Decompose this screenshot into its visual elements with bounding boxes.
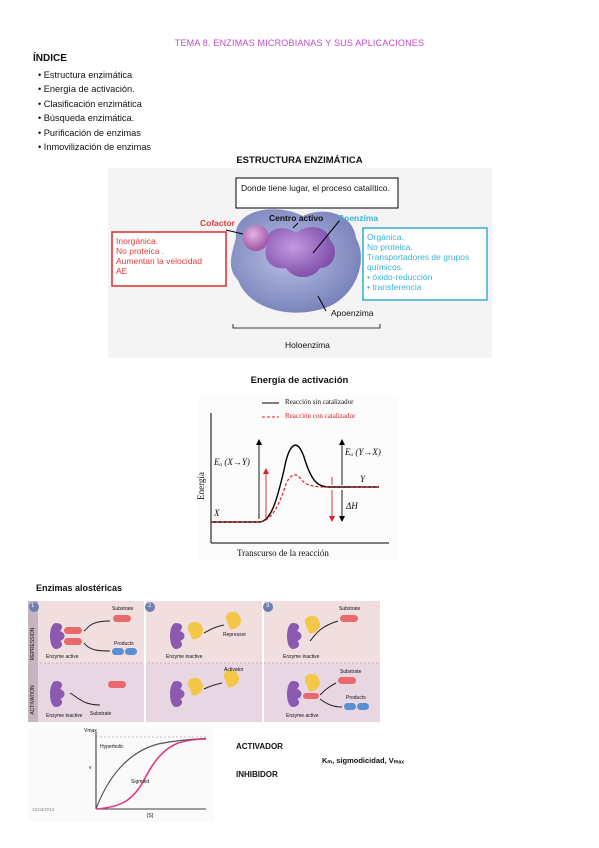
date-stamp: 15/04/2016 bbox=[32, 807, 55, 812]
delta-h-label: ΔH bbox=[346, 501, 358, 511]
sigmoid-label: Sigmoid bbox=[131, 779, 150, 785]
coenzyme-bullet-text: transferencia bbox=[372, 282, 422, 292]
allosteric-heading: Enzimas alostéricas bbox=[36, 583, 123, 593]
active-center-label: Centro activo bbox=[269, 213, 324, 223]
enzyme-inactive-text: Enzyme inactive bbox=[166, 654, 203, 660]
products-text: Products bbox=[114, 641, 134, 647]
kinetics-figure: Vmax v [S] Hyperbolic Sigmoid 15/04/2016 bbox=[28, 727, 213, 822]
index-item: Purificación de enzimas bbox=[38, 126, 151, 140]
enzyme-active-text: Enzyme active bbox=[46, 654, 79, 660]
index-list: Estructura enzimática Energía de activac… bbox=[38, 68, 151, 154]
activator-heading: ACTIVADOR bbox=[236, 742, 283, 751]
x-axis-label: Transcurso de la reacción bbox=[237, 548, 329, 558]
x-state-label: X bbox=[214, 508, 220, 518]
substrate-text: Substrate bbox=[340, 669, 362, 675]
inhibitor-heading: INHIBIDOR bbox=[236, 770, 278, 779]
document-title: TEMA 8. ENZIMAS MICROBIANAS Y SUS APLICA… bbox=[174, 38, 425, 48]
catalyzed-curve bbox=[211, 474, 379, 523]
enzyme-inactive-text: Enzyme inactive bbox=[283, 654, 320, 660]
cofactor-line: Aumentan la velocidad bbox=[116, 256, 203, 266]
coenzyme-bullet-text: óxido-reducción bbox=[372, 272, 433, 282]
enzyme-active-text: Enzyme active bbox=[286, 713, 319, 719]
cofactor-description: Inorgánica. No proteica . Aumentan la ve… bbox=[116, 236, 202, 276]
structure-heading: ESTRUCTURA ENZIMÁTICA bbox=[236, 155, 363, 166]
kinetics-graph bbox=[95, 732, 207, 810]
vmax-label: Vmax bbox=[84, 728, 97, 734]
substrate-text: Substrate bbox=[112, 606, 134, 612]
sigmoid-curve bbox=[95, 738, 207, 810]
callout-text: Donde tiene lugar, el proceso catalítico… bbox=[241, 183, 390, 193]
coenzyme-box bbox=[362, 227, 488, 301]
energy-diagram bbox=[210, 402, 389, 544]
s-label: [S] bbox=[147, 813, 154, 819]
allosteric-diagram bbox=[28, 601, 380, 722]
cofactor-line: AE bbox=[116, 266, 128, 276]
enzyme-inactive-text: Enzyme inactive bbox=[46, 713, 83, 719]
energy-figure: Reacción sin catalizador Reacción con ca… bbox=[195, 395, 399, 560]
energy-heading: Energía de activación bbox=[250, 375, 349, 386]
row-label-repression: REPRESSION bbox=[30, 627, 36, 661]
y-state-label: Y bbox=[360, 474, 366, 484]
products-text: Products bbox=[346, 695, 366, 701]
repressor-text: Repressor bbox=[223, 632, 247, 638]
activator-text: Activator bbox=[224, 667, 244, 673]
index-item: Energía de activación. bbox=[38, 82, 151, 96]
hyperbolic-label: Hyperbolic bbox=[100, 744, 124, 750]
legend-catalyzed: Reacción con catalizador bbox=[285, 412, 356, 420]
coenzyme-description: Orgánica. No proteica. Transportadores d… bbox=[367, 232, 469, 292]
index-item: Estructura enzimática bbox=[38, 68, 151, 82]
coenzyme-bullet: • transferencia bbox=[367, 282, 422, 292]
uncatalyzed-curve bbox=[211, 444, 379, 523]
enzyme-illustration bbox=[111, 177, 488, 329]
ea-forward-label: Eₐ (X→Y) bbox=[214, 457, 250, 467]
coenzyme-label: Coenzima bbox=[338, 213, 379, 223]
callout-box bbox=[235, 177, 399, 209]
cofactor-line: No proteica . bbox=[116, 246, 165, 256]
index-item: Clasificación enzimática bbox=[38, 97, 151, 111]
coenzyme-shape bbox=[265, 227, 335, 277]
coenzyme-line: Orgánica. bbox=[367, 232, 404, 242]
structure-figure: Donde tiene lugar, el proceso catalítico… bbox=[108, 168, 492, 358]
apoenzyme-label: Apoenzima bbox=[331, 308, 374, 318]
allosteric-effects: Kₘ, sigmodicidad, Vₘₐₓ bbox=[322, 756, 405, 765]
v-label: v bbox=[89, 765, 92, 771]
coenzyme-line: No proteica. bbox=[367, 242, 413, 252]
index-heading: ÍNDICE bbox=[33, 53, 67, 64]
coenzyme-line: Transportadores de grupos bbox=[367, 252, 470, 262]
row-label-activation: ACTIVATION bbox=[30, 685, 36, 715]
substrate-text: Substrate bbox=[339, 606, 361, 612]
index-item: Inmovilización de enzimas bbox=[38, 140, 151, 154]
cofactor-label: Cofactor bbox=[200, 218, 235, 228]
substrate-text: Substrate bbox=[90, 711, 112, 717]
cofactor-box bbox=[111, 231, 227, 287]
index-item: Búsqueda enzimática. bbox=[38, 111, 151, 125]
panel-number: 2 bbox=[148, 603, 152, 609]
panel-number: 1 bbox=[31, 603, 35, 609]
allosteric-figure: 1 2 3 REPRESSION ACTIVATION Substrate Pr… bbox=[28, 601, 380, 722]
y-axis-label: Energía bbox=[195, 472, 206, 500]
cofactor-line: Inorgánica. bbox=[116, 236, 159, 246]
coenzyme-line: químicos. bbox=[367, 262, 404, 272]
coenzyme-bullet: • óxido-reducción bbox=[367, 272, 433, 282]
holoenzyme-label: Holoenzima bbox=[285, 340, 330, 350]
panel-number: 3 bbox=[266, 603, 270, 609]
ea-reverse-label: Eₐ (Y→X) bbox=[345, 447, 381, 457]
legend-uncatalyzed: Reacción sin catalizador bbox=[285, 398, 354, 406]
cofactor-shape bbox=[243, 225, 269, 251]
